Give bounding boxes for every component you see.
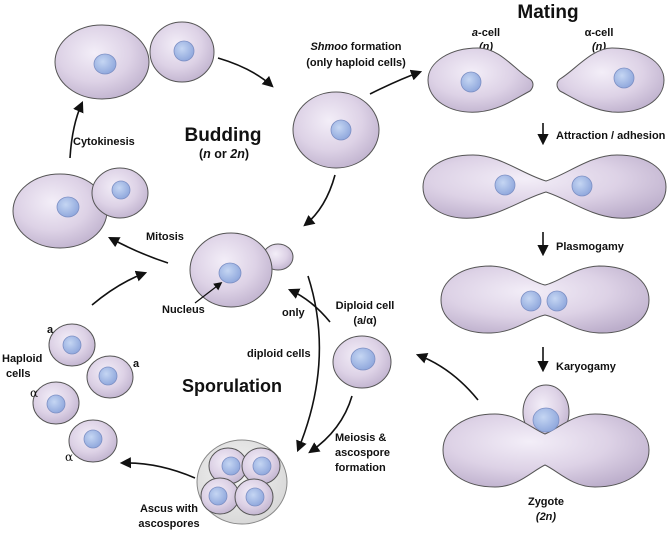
- budding-subtitle: (n or 2n): [199, 147, 249, 161]
- spore-mark-alpha2: α: [65, 450, 73, 464]
- spore-mark-a1: a: [47, 324, 54, 336]
- nucleus-label: Nucleus: [162, 304, 205, 316]
- mother-cell-with-small-bud: [189, 232, 294, 308]
- only-diploid-label-1: only: [282, 307, 305, 319]
- diploid-ploidy: (a/α): [353, 315, 377, 327]
- karyogamy-label: Karyogamy: [556, 361, 617, 373]
- arrow-mitosis: [108, 236, 169, 264]
- adhering-cells: [422, 154, 667, 219]
- plasmogamy-label: Plasmogamy: [556, 241, 625, 253]
- nucleus-pointer: [194, 281, 223, 304]
- arrow-separated-to-shmoo: [217, 57, 274, 88]
- sporulation-title: Sporulation: [182, 376, 282, 396]
- arrow-zygote-to-diploid: [415, 352, 479, 401]
- arrow-cell-to-mitosis: [303, 174, 336, 227]
- meiosis-label-2: ascospore: [335, 447, 390, 459]
- shmoo-label-line2: (only haploid cells): [306, 57, 406, 69]
- zygote-ploidy: (2n): [536, 511, 557, 523]
- ascus-label-1: Ascus with: [140, 503, 198, 515]
- attraction-label: Attraction / adhesion: [556, 130, 666, 142]
- only-diploid-label-2: diploid cells: [247, 348, 311, 360]
- budding-large-bud-cell: [12, 167, 149, 249]
- arrow-ascus-to-haploid: [119, 457, 196, 479]
- budding-title: Budding: [184, 125, 261, 146]
- mating-title: Mating: [517, 2, 578, 23]
- ascus-with-ascospores: [196, 439, 288, 525]
- meiosis-label-3: formation: [335, 462, 386, 474]
- a-cell-label: a-cell: [472, 27, 500, 39]
- diploid-cell: [332, 335, 392, 389]
- diploid-label: Diploid cell: [336, 300, 395, 312]
- arrow-cytokinesis: [69, 100, 84, 159]
- arrow-meiosis: [308, 395, 353, 454]
- shmoo-cells: [427, 47, 665, 113]
- haploid-label-1: Haploid: [2, 353, 42, 365]
- haploid-spores: [32, 323, 134, 463]
- arrow-to-mating: [369, 69, 423, 95]
- mitosis-label: Mitosis: [146, 231, 184, 243]
- arrow-haploid-to-budding: [91, 270, 148, 306]
- alpha-cell-label: α-cell: [585, 27, 614, 39]
- spore-mark-alpha1: α: [30, 386, 38, 400]
- zygote-label: Zygote: [528, 496, 564, 508]
- arrow-only-diploid-to-ascus: [296, 275, 321, 453]
- meiosis-label-1: Meiosis &: [335, 432, 386, 444]
- haploid-or-diploid-cell: [292, 91, 380, 169]
- zygote-cell: [442, 384, 650, 488]
- budding-separated-cells: [54, 21, 215, 100]
- plasmogamy-cell: [440, 265, 650, 334]
- ascus-label-2: ascospores: [138, 518, 199, 530]
- arrow-diploid-to-budding: [287, 288, 331, 323]
- cytokinesis-label: Cytokinesis: [73, 136, 135, 148]
- spore-mark-a2: a: [133, 358, 140, 370]
- haploid-label-2: cells: [6, 368, 30, 380]
- shmoo-label-line1: Shmoo formation: [310, 41, 401, 53]
